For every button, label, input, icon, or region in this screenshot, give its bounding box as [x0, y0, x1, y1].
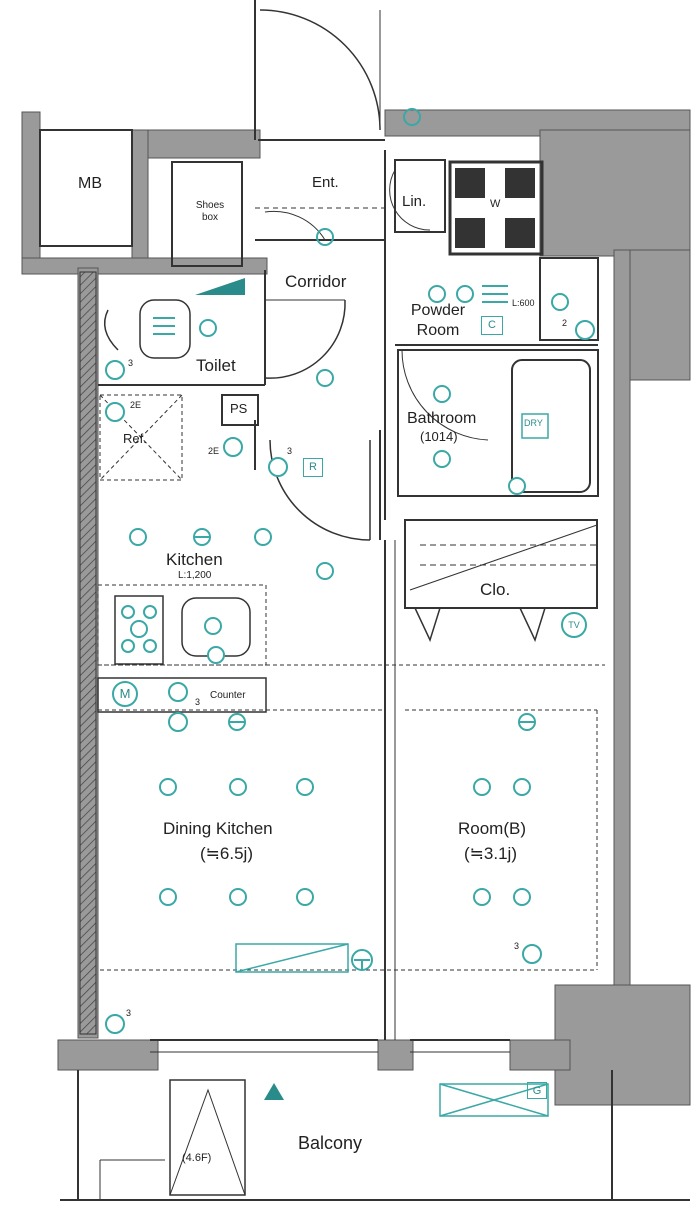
washer-label: W: [490, 198, 501, 210]
l600-label: L:600: [512, 298, 535, 308]
room-b-label: Room(B): [458, 819, 527, 838]
washer-icon: [455, 168, 535, 248]
2e-label-ref: 2E: [130, 400, 142, 410]
m-symbol: M: [112, 681, 138, 707]
entrance-label: Ent.: [312, 174, 339, 191]
3-label-corridor: 3: [287, 446, 293, 456]
g-symbol: G: [527, 1082, 547, 1099]
vent-box: [235, 943, 549, 1117]
r-symbol: R: [303, 458, 323, 477]
north-arrow-icon: [264, 1083, 284, 1100]
shelf-icon: [153, 285, 508, 335]
toilet-label: Toilet: [196, 356, 236, 375]
left-hatched-column: [79, 271, 97, 1035]
dark-panel-icon: [195, 278, 245, 295]
closet-label: Clo.: [480, 580, 511, 599]
room-b-size: (≒3.1j): [464, 844, 517, 863]
kitchen-label: Kitchen: [166, 550, 223, 569]
balcony-label: Balcony: [298, 1133, 363, 1153]
dining-kitchen-size: (≒6.5j): [200, 844, 253, 863]
counter-label: Counter: [210, 690, 246, 701]
tv-symbol: TV: [561, 612, 587, 638]
dry-label: DRY: [524, 418, 543, 428]
bathroom-size: (1014): [420, 429, 458, 444]
ceiling-light-icon: [129, 108, 569, 906]
kitchen-length: L:1,200: [178, 570, 212, 581]
powder-room-label-1: Powder: [410, 302, 466, 319]
2e-label-kitchen: 2E: [208, 446, 220, 456]
bathroom-label: Bathroom: [407, 410, 477, 427]
ps-label: PS: [230, 401, 248, 416]
outlet-icon: [105, 320, 595, 1034]
stove-icon: [121, 605, 157, 653]
shoes-box-label: Shoes box: [195, 200, 225, 223]
corridor-label: Corridor: [285, 272, 347, 291]
powder-room-label-2: Room: [416, 322, 460, 339]
3-label-counter: 3: [195, 697, 201, 707]
toilet-icon: [103, 299, 191, 359]
partitions: [39, 0, 690, 1201]
mb-label: MB: [78, 175, 102, 192]
structural-walls: [21, 109, 691, 1106]
2-label-wash: 2: [562, 318, 568, 328]
3-label-toilet: 3: [128, 358, 134, 368]
3-label-dining: 3: [126, 1008, 132, 1018]
ref-label: Ref.: [123, 431, 147, 446]
linen-label: Lin.: [402, 193, 427, 210]
dry-label-box: [521, 413, 549, 439]
door-swing-icon: [259, 9, 489, 541]
3-label-roomb: 3: [514, 941, 520, 951]
balcony-size: (4.6F): [182, 1152, 212, 1164]
dining-kitchen-label: Dining Kitchen: [163, 819, 273, 838]
c-symbol: C: [481, 316, 503, 335]
